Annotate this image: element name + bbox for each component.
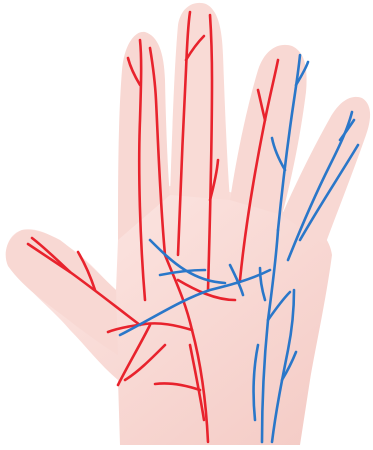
middle-finger	[170, 3, 230, 200]
hand-silhouette	[6, 3, 370, 445]
palm	[6, 186, 332, 445]
thumb	[6, 229, 118, 355]
